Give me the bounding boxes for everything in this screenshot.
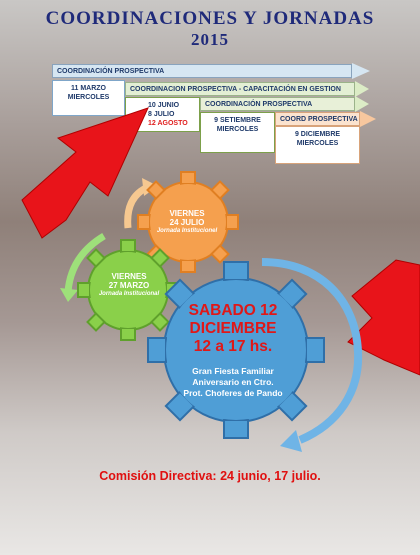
blue-gear-headline: SABADO 12 DICIEMBRE 12 a 17 hs. [158, 302, 308, 356]
date-line: MIERCOLES [296, 140, 339, 147]
date-line: 9 SETIEMBRE [214, 117, 261, 124]
blue-gear [147, 261, 325, 439]
page-year: 2015 [191, 30, 229, 49]
blue-curve-arrow [261, 258, 363, 444]
gear-event: Jornada Institucional [98, 291, 160, 297]
page-title: COORDINACIONES Y JORNADAS [45, 8, 375, 29]
band-arrowhead [360, 111, 376, 127]
red-arrow-left [21, 107, 149, 239]
gear-date: 27 MARZO [108, 281, 150, 290]
date-box-1: 11 MARZO MIERCOLES [52, 80, 125, 116]
date-line: MIERCOLES [216, 126, 259, 133]
band-coordinacion-4: COORD PROSPECTIVA [275, 112, 360, 126]
blue-arrow-tip [280, 430, 302, 452]
band-arrowhead [355, 96, 369, 112]
orange-gear-label: VIERNES 24 JULIO Jornada Institucionel [147, 209, 227, 236]
event-line: Aniversario en Ctro. [192, 377, 274, 387]
orange-curve-arrow [124, 184, 148, 229]
gear-day: VIERNES [169, 209, 205, 218]
band-arrowhead [352, 63, 370, 79]
orange-gear [137, 171, 239, 273]
gear-time: 12 a 17 hs. [193, 338, 273, 355]
event-line: Gran Fiesta Familiar [192, 366, 274, 376]
band-coordinacion-1: COORDINACIÓN PROSPECTIVA [52, 64, 352, 78]
red-arrow-right [347, 259, 420, 376]
band-arrowhead [355, 81, 369, 97]
date-box-3: 9 SETIEMBRE MIERCOLES [200, 112, 275, 153]
gear-day: SABADO 12 [188, 302, 278, 319]
blue-gear-description: Gran Fiesta Familiar Aniversario en Ctro… [168, 366, 298, 399]
date-line: MIERCOLES [67, 94, 110, 101]
gear-event: Jornada Institucionel [156, 228, 218, 234]
date-line: 12 AGOSTO [148, 120, 188, 127]
date-box-4: 9 DICIEMBRE MIERCOLES [275, 126, 360, 164]
band-coordinacion-3: COORDINACIÓN PROSPECTIVA [200, 97, 355, 111]
gear-day: VIERNES [111, 272, 147, 281]
date-line: 10 JUNIO [148, 102, 180, 109]
green-curve-arrow [64, 232, 106, 293]
gear-month: DICIEMBRE [189, 320, 277, 337]
gear-date: 24 JULIO [169, 218, 205, 227]
band-coordinacion-2: COORDINACION PROSPECTIVA - CAPACITACIÓN … [125, 82, 355, 96]
footer-note: Comisión Directiva: 24 junio, 17 julio. [99, 469, 321, 483]
date-line: 8 JULIO [148, 111, 175, 118]
event-line: Prot. Choferes de Pando [183, 388, 283, 398]
date-line: 9 DICIEMBRE [294, 131, 341, 138]
green-gear-label: VIERNES 27 MARZO Jornada Institucional [88, 272, 170, 299]
green-gear [77, 239, 179, 341]
date-line: 11 MARZO [70, 85, 106, 92]
green-arrow-tip [60, 288, 78, 302]
